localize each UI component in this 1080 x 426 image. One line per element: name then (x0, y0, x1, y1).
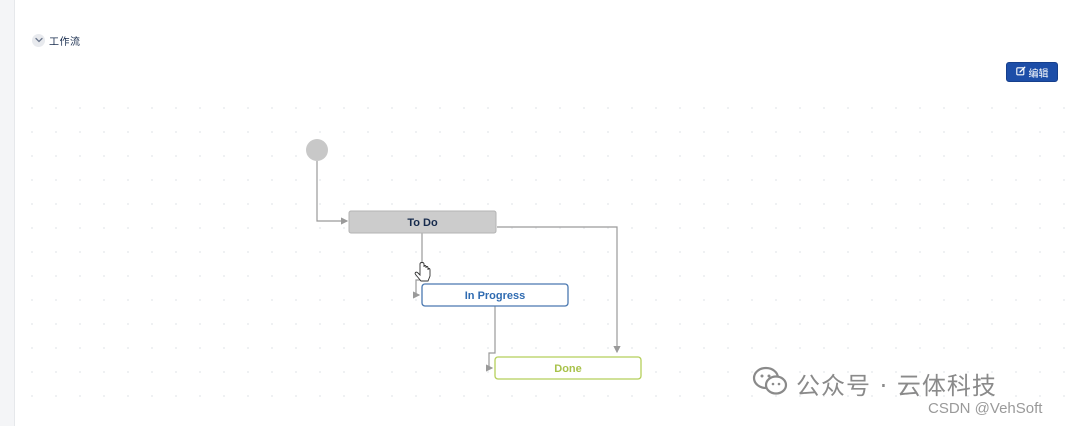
status-node-todo[interactable]: To Do (348, 210, 497, 234)
edit-button-label: 编辑 (1028, 68, 1049, 80)
status-node-done[interactable]: Done (494, 356, 642, 380)
edit-icon (1015, 63, 1026, 81)
left-sidebar-rail (0, 0, 15, 426)
wechat-icon (752, 366, 788, 401)
watermark-account-name: 公众号 · 云体科技 (796, 372, 997, 400)
edit-button[interactable]: 编辑 (1006, 62, 1058, 82)
chevron-down-icon[interactable] (32, 33, 45, 47)
hand-cursor-icon (414, 262, 431, 282)
watermark: 公众号 · 云体科技 (752, 366, 997, 401)
watermark-credit: CSDN @VehSoft (928, 400, 1043, 417)
transition-in-progress-to-done[interactable] (486, 306, 496, 372)
start-circle[interactable] (306, 139, 328, 161)
status-label-todo: To Do (407, 217, 438, 229)
transition-start-to-todo[interactable] (316, 161, 349, 225)
workflow-section-header[interactable]: 工作流 (32, 32, 81, 48)
section-title: 工作流 (49, 36, 81, 48)
transition-todo-to-done[interactable] (497, 226, 621, 354)
status-node-in-progress[interactable]: In Progress (421, 283, 569, 307)
status-label-in-progress: In Progress (465, 290, 526, 302)
status-label-done: Done (554, 363, 582, 375)
